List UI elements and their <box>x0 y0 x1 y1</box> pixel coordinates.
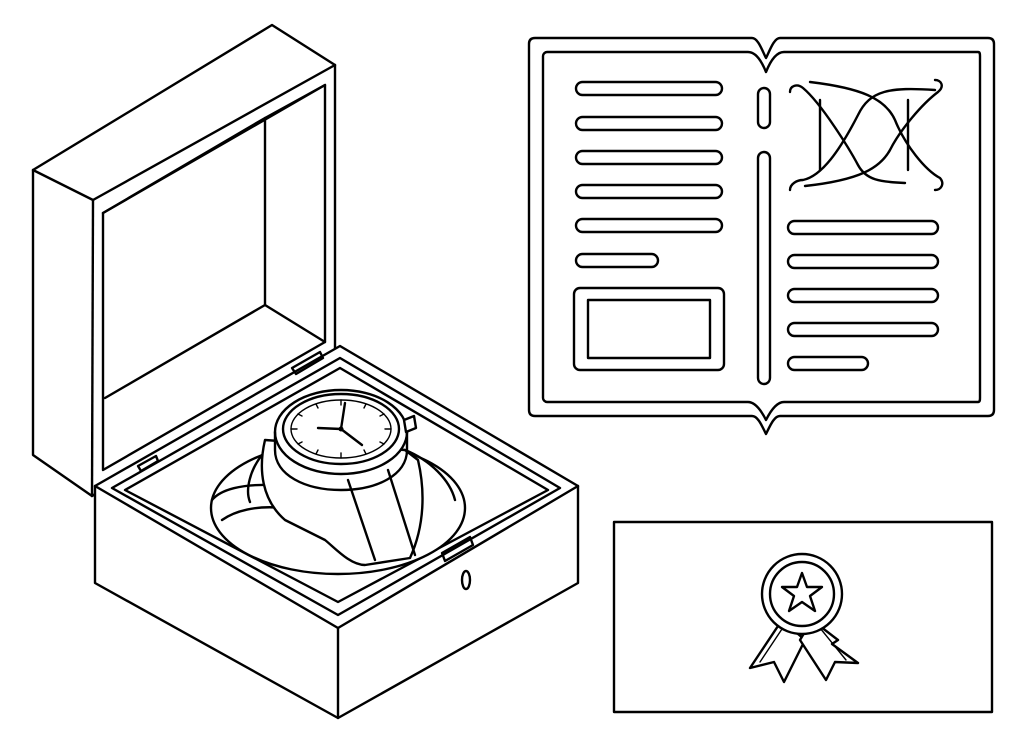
booklet-left-page-text <box>574 80 724 269</box>
watch-hands <box>316 401 364 447</box>
warranty-card <box>612 520 994 714</box>
award-ribbon-icon <box>748 552 860 684</box>
dna-helix-icon <box>788 78 944 192</box>
star-icon <box>780 571 824 613</box>
instruction-booklet <box>527 36 996 436</box>
watch-box <box>31 23 580 720</box>
booklet-image-placeholder <box>572 286 726 372</box>
watch-dial-ticks <box>290 399 392 459</box>
wristwatch <box>260 388 457 567</box>
booklet-right-page-text <box>786 219 940 372</box>
